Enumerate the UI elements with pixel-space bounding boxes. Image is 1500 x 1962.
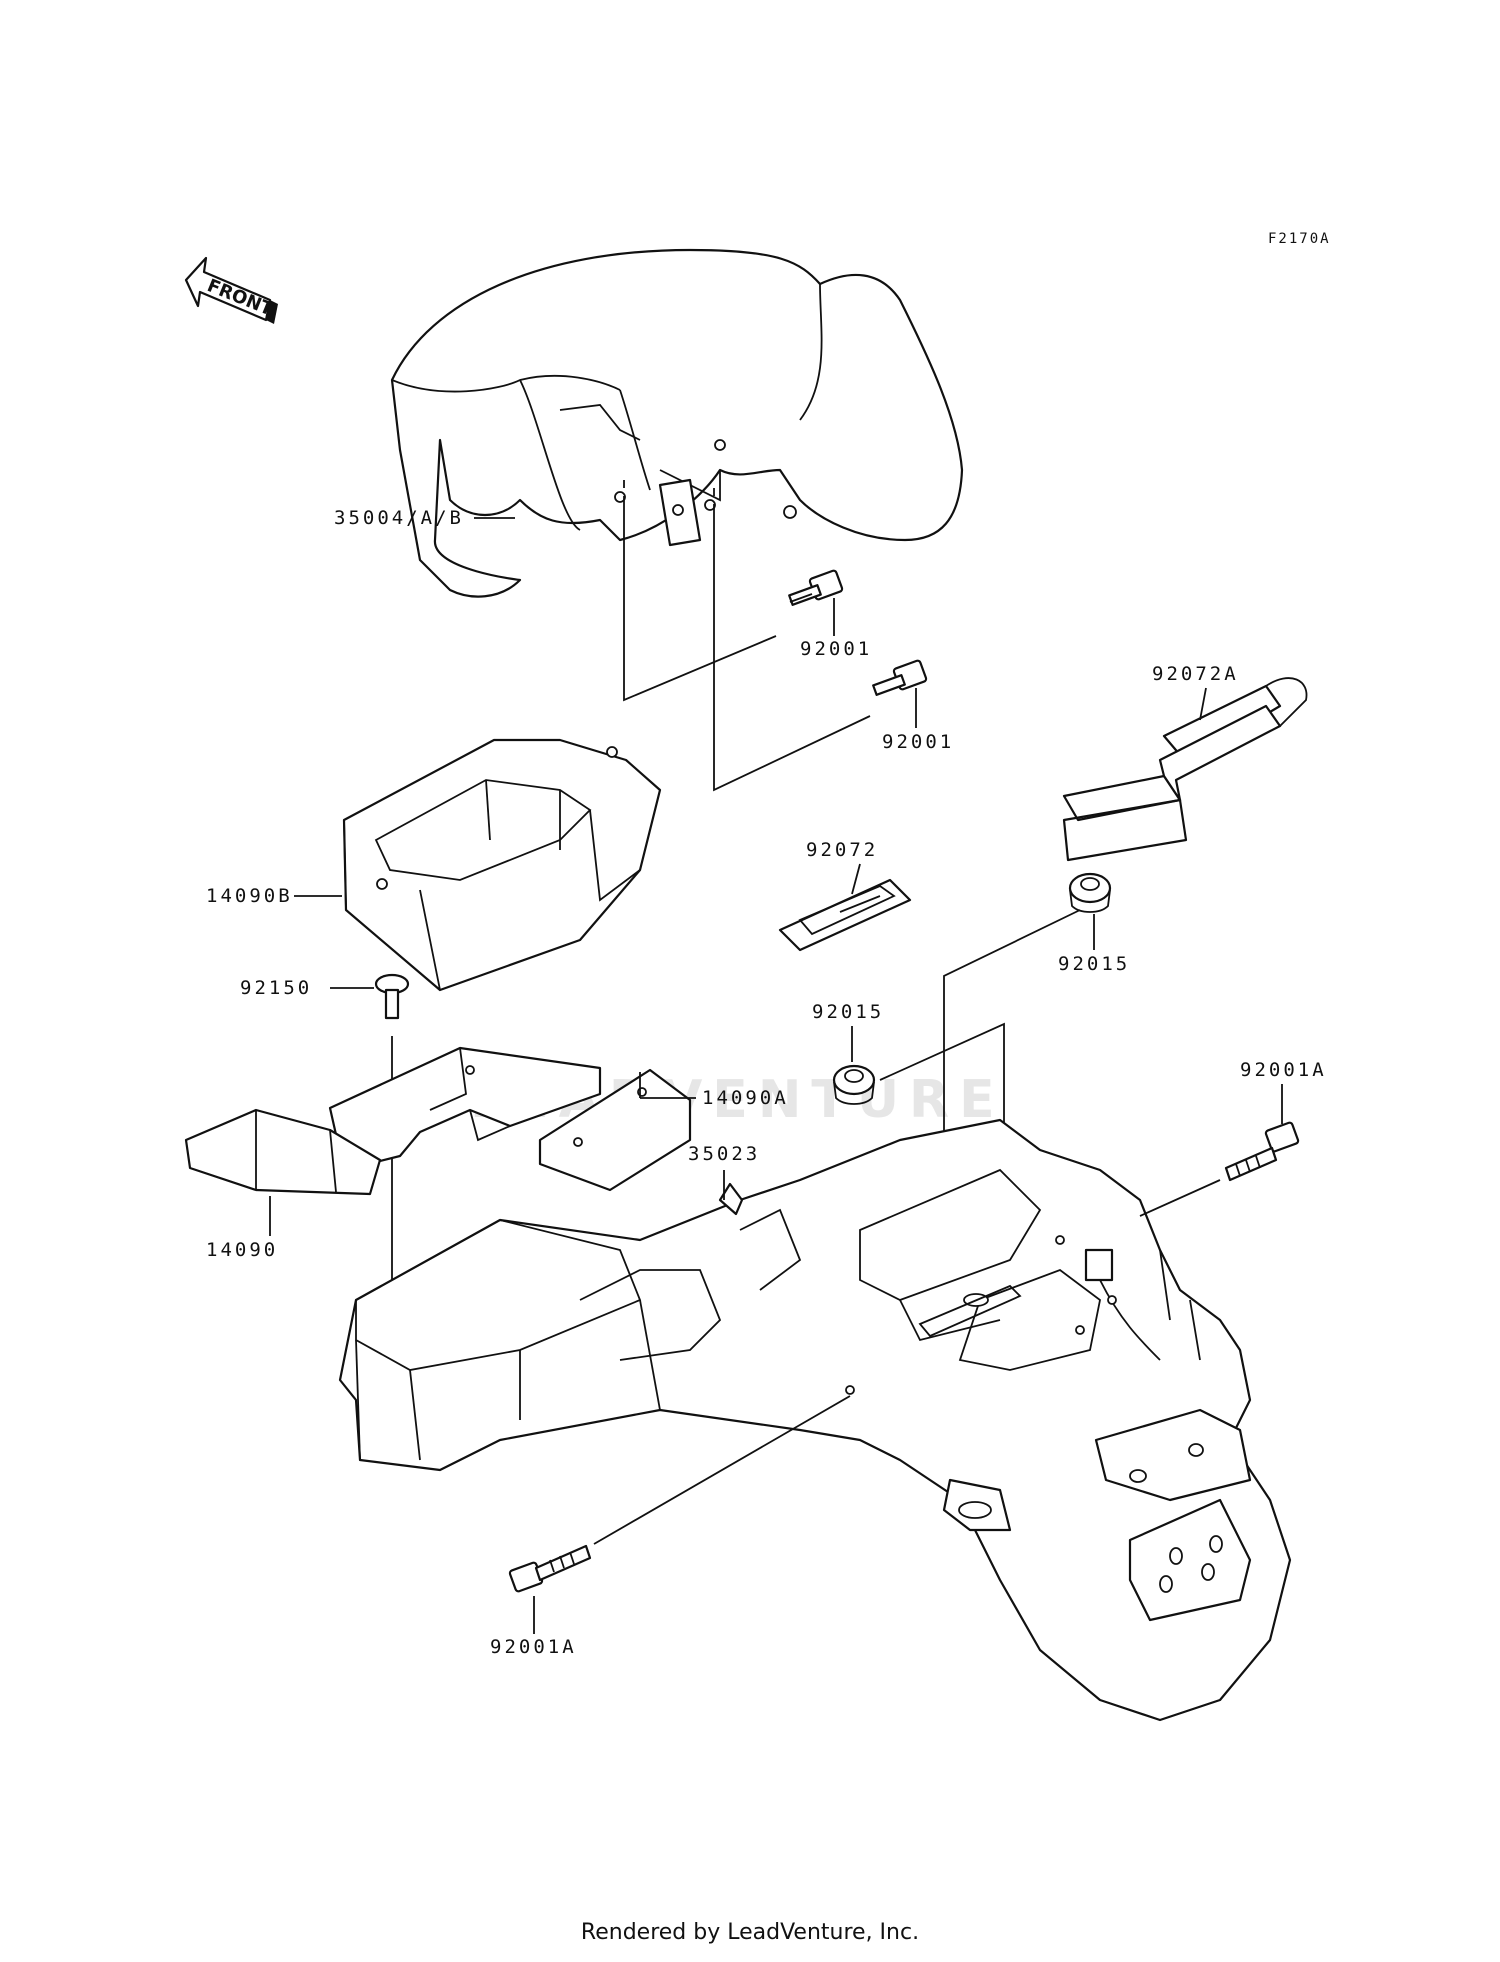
- bolt-92001-upper-part: [788, 569, 844, 606]
- label-bolt-upper-1: 92001: [800, 638, 872, 660]
- label-bolt-right: 92001A: [1240, 1059, 1327, 1081]
- label-battery-case-upper: 14090B: [206, 885, 293, 907]
- front-arrow-icon: FRONT: [184, 256, 278, 324]
- label-bolt-lower: 92001A: [490, 1636, 577, 1658]
- label-bolt-upper-2: 92001: [882, 731, 954, 753]
- strap-long-part: [1062, 677, 1308, 862]
- figure-code: F2170A: [1268, 231, 1331, 247]
- screw-part: [374, 973, 410, 1020]
- bolt-92001-upper-2-part: [872, 659, 928, 696]
- front-arrow-label: FRONT: [204, 275, 276, 321]
- bolt-right-part: [1224, 1121, 1300, 1182]
- label-front-fender: 35004/A/B: [334, 507, 464, 529]
- label-rear-fender: 35023: [688, 1143, 760, 1165]
- battery-case-upper-part: [342, 738, 662, 992]
- bolt-lower-part: [508, 1544, 592, 1593]
- nut-right-part: [1068, 872, 1112, 913]
- label-cover-small: 14090A: [702, 1087, 789, 1109]
- label-nut-center: 92015: [812, 1001, 884, 1023]
- label-cover-front: 14090: [206, 1239, 278, 1261]
- footer-credit: Rendered by LeadVenture, Inc.: [580, 1920, 920, 1945]
- label-strap-short: 92072: [806, 839, 878, 861]
- nut-center-part: [832, 1064, 876, 1105]
- strap-short-part: [778, 878, 912, 952]
- cover-front-part: [184, 1108, 382, 1196]
- label-nut-right: 92015: [1058, 953, 1130, 975]
- label-screw: 92150: [240, 977, 312, 999]
- label-strap-long: 92072A: [1152, 663, 1239, 685]
- front-fender-part: [390, 248, 964, 598]
- rear-fender-part: [338, 1118, 1292, 1722]
